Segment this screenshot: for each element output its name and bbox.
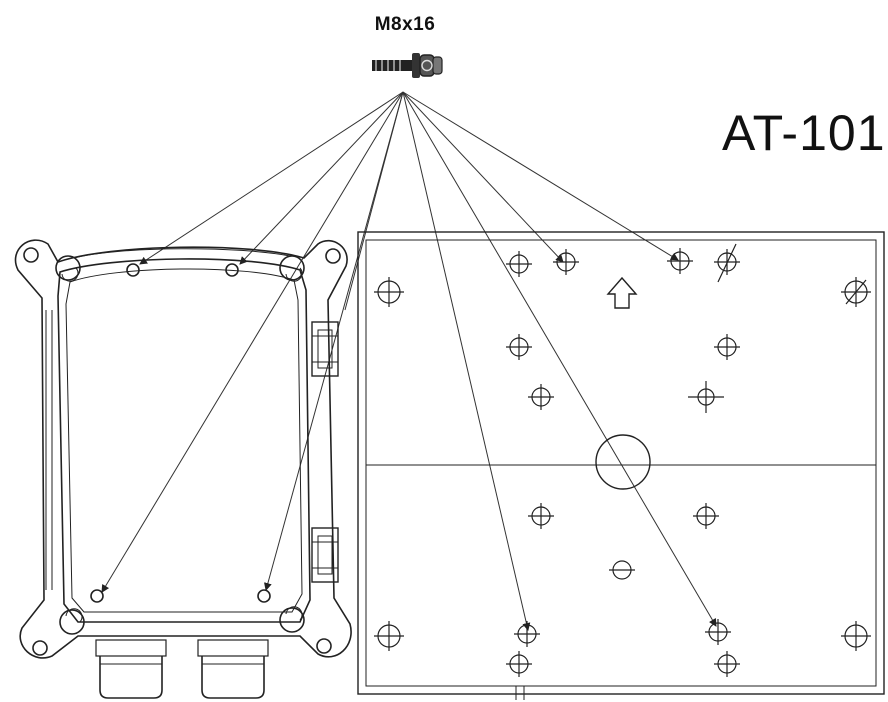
bolt-size-label: M8x16 (374, 14, 436, 35)
guide-lines (101, 91, 717, 631)
enclosure-box (14, 239, 352, 699)
bolt-icon (372, 53, 443, 78)
model-label: AT-101 (722, 105, 886, 161)
plate-holes (374, 243, 871, 677)
mounting-plate (357, 231, 885, 700)
